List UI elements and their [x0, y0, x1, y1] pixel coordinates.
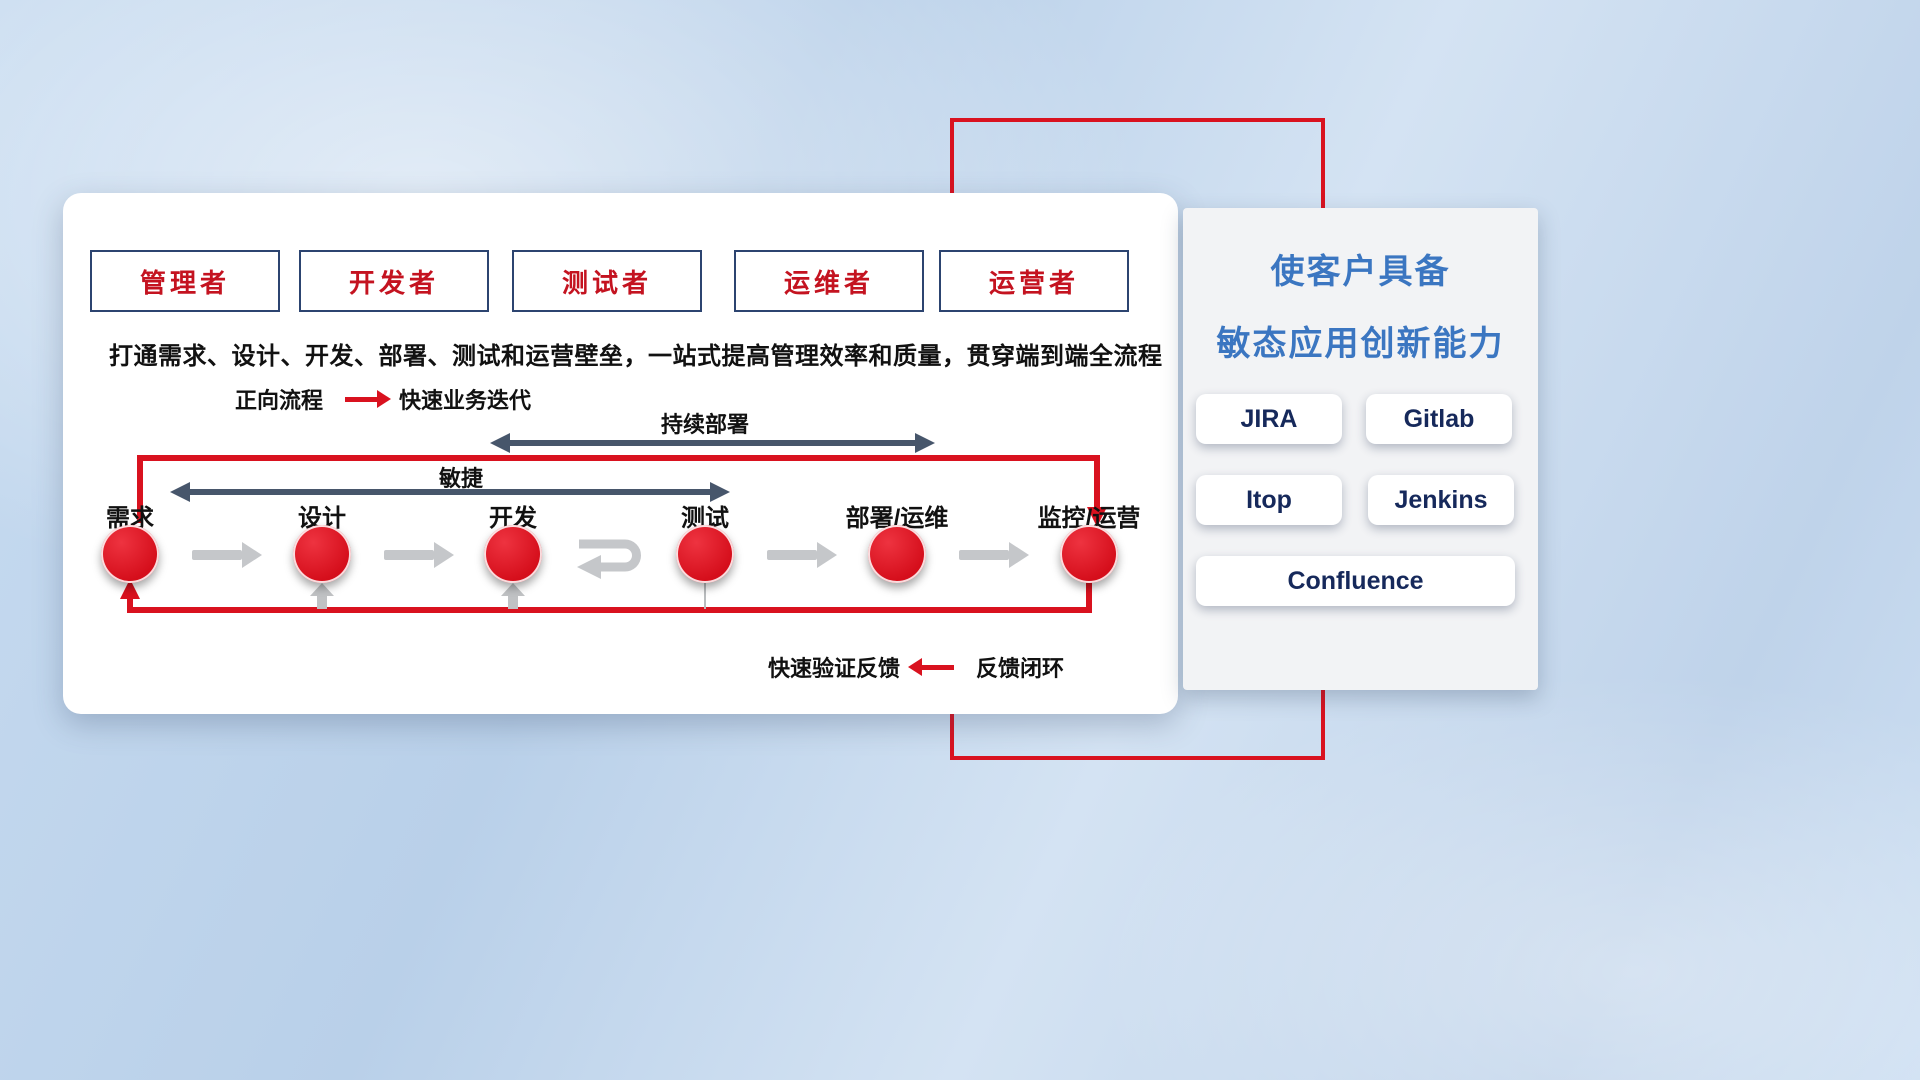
role-box-operator: 运营者 — [939, 250, 1129, 312]
role-label: 开发者 — [348, 267, 439, 298]
tool-chip-itop: Itop — [1196, 475, 1342, 525]
role-label: 测试者 — [561, 267, 652, 298]
feedback-legend: 快速验证反馈 反馈闭环 — [768, 651, 1064, 683]
workflow-description: 打通需求、设计、开发、部署、测试和运营壁垒，一站式提高管理效率和质量，贯穿端到端… — [109, 343, 1163, 370]
stage-circle-test — [676, 525, 734, 583]
stage-circle-design — [293, 525, 351, 583]
role-label: 管理者 — [139, 267, 230, 298]
forward-arrow-icon — [345, 396, 378, 402]
panel-title-line1: 使客户具备 — [1270, 253, 1451, 291]
forward-flow-legend-value: 快速业务迭代 — [399, 388, 532, 413]
agile-span-arrow — [170, 482, 730, 502]
feedback-legend-label: 快速验证反馈 — [768, 656, 901, 681]
tool-chip-confluence: Confluence — [1196, 556, 1515, 606]
feedback-arrow-icon — [922, 664, 955, 670]
forward-flow-legend: 正向流程 快速业务迭代 — [235, 383, 531, 415]
iteration-loop-arrow-icon — [577, 539, 641, 579]
panel-title-line2: 敏态应用创新能力 — [1216, 325, 1505, 363]
role-box-ops: 运维者 — [734, 250, 924, 312]
stage-circle-requirements — [101, 525, 159, 583]
continuous-deploy-span-arrow — [490, 433, 935, 453]
stage-circle-develop — [484, 525, 542, 583]
tool-chip-gitlab: Gitlab — [1366, 394, 1512, 444]
role-label: 运维者 — [783, 267, 874, 298]
feedback-up-arrow-icons — [310, 583, 706, 609]
stage-circle-monitor-operate — [1060, 525, 1118, 583]
tool-chip-jira: JIRA — [1196, 394, 1342, 444]
tool-chip-jenkins: Jenkins — [1368, 475, 1514, 525]
feedback-loop-line — [120, 579, 1092, 613]
capability-panel: 使客户具备 敏态应用创新能力 JIRA Gitlab Itop Jenkins … — [1183, 208, 1538, 690]
flow-arrows-layer — [120, 433, 1107, 613]
role-label: 运营者 — [988, 267, 1079, 298]
stage-circle-deploy-ops — [868, 525, 926, 583]
continuous-deploy-label: 持续部署 — [660, 412, 749, 437]
workflow-card: 管理者 开发者 测试者 运维者 运营者 打通需求、设计、开发、部署、测试和运营壁… — [63, 193, 1178, 714]
role-box-manager: 管理者 — [90, 250, 280, 312]
forward-flow-legend-label: 正向流程 — [235, 388, 324, 413]
role-box-tester: 测试者 — [512, 250, 702, 312]
forward-loop-line — [137, 455, 1107, 527]
role-box-developer: 开发者 — [299, 250, 489, 312]
agile-label: 敏捷 — [438, 466, 483, 491]
stage-arrow-icons — [192, 542, 1029, 568]
feedback-legend-value: 反馈闭环 — [976, 656, 1065, 681]
